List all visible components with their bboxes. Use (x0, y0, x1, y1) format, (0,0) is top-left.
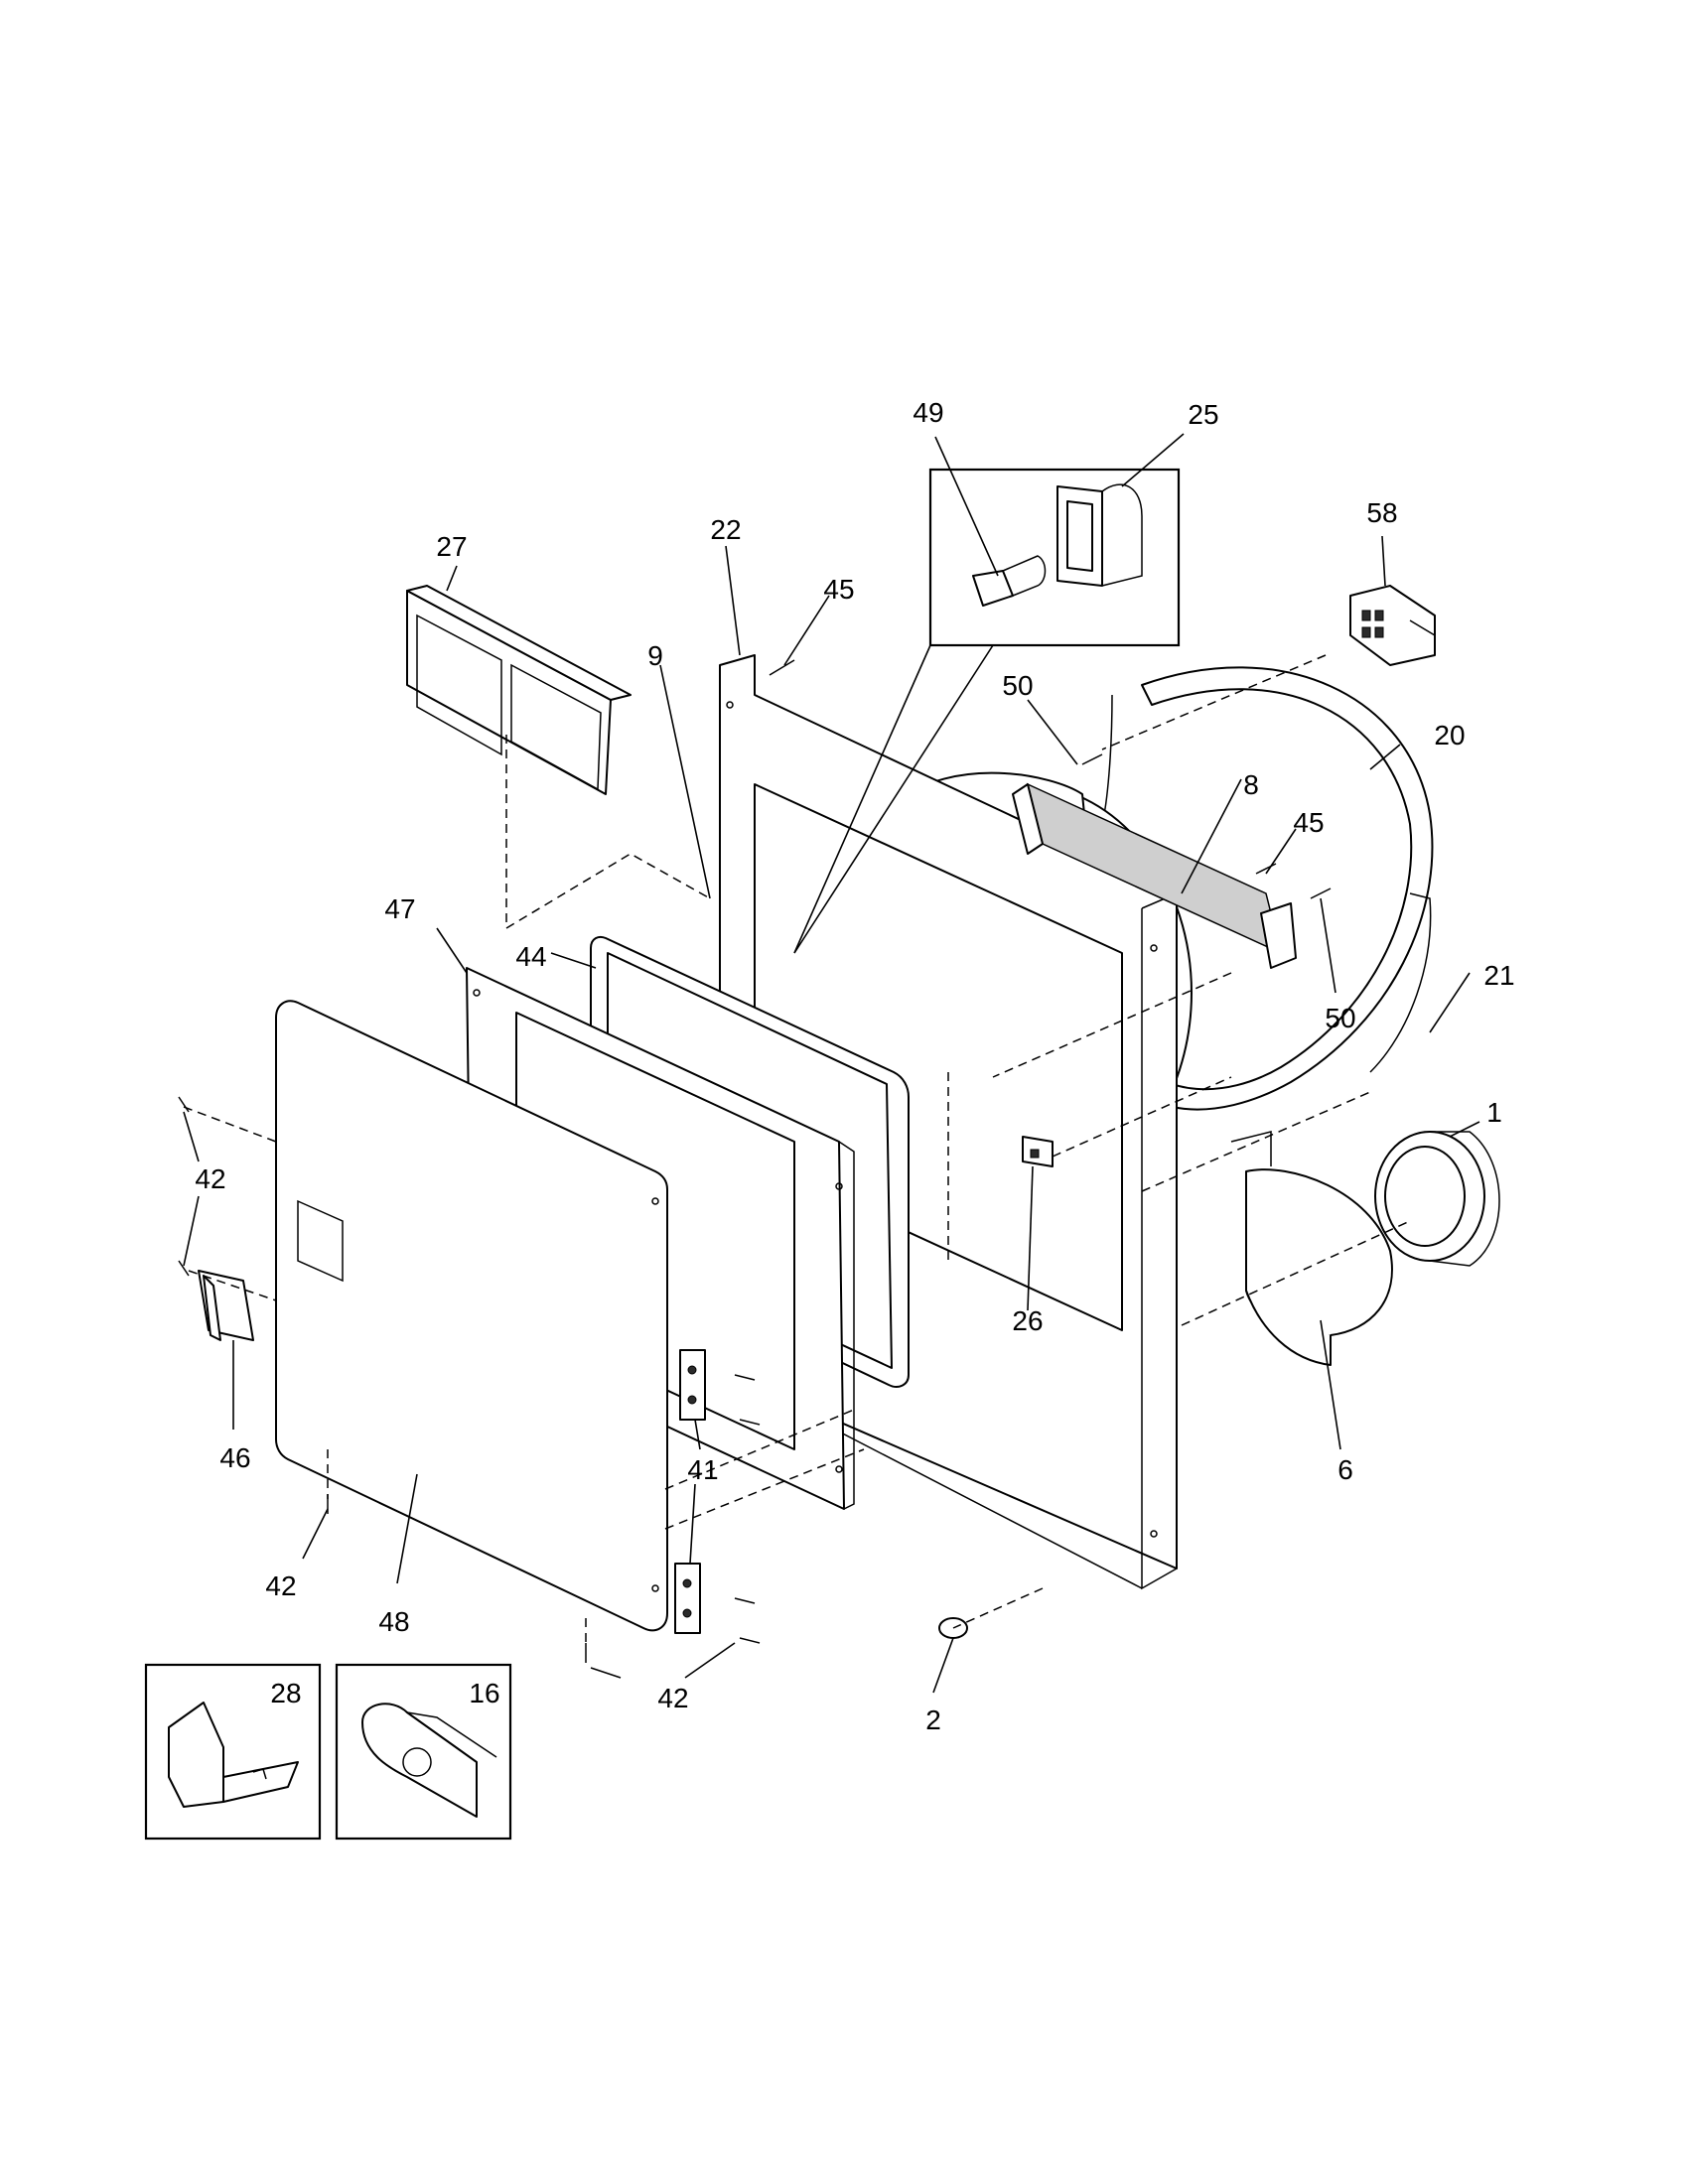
label-41: 41 (687, 1454, 718, 1485)
label-45-right: 45 (1293, 807, 1324, 838)
label-27: 27 (436, 531, 467, 562)
label-45-top: 45 (823, 574, 854, 605)
blower-duct-part-6 (1230, 1131, 1393, 1366)
door-handle-part-46 (198, 1270, 254, 1341)
label-44: 44 (515, 941, 546, 972)
label-16: 16 (469, 1678, 499, 1708)
drum-seal-part-21 (1369, 892, 1432, 1073)
door-outer-panel-part-48 (275, 1000, 668, 1632)
label-42-upper-left: 42 (195, 1163, 225, 1194)
label-46: 46 (219, 1442, 250, 1473)
label-47: 47 (384, 893, 415, 924)
label-50-right: 50 (1325, 1003, 1355, 1033)
screws (178, 659, 1332, 1663)
label-58: 58 (1366, 497, 1397, 528)
door-switch-part-26 (1022, 1136, 1054, 1167)
label-21: 21 (1483, 960, 1514, 991)
label-42-lower-left: 42 (265, 1570, 296, 1601)
terminal-block-part-58 (1349, 585, 1436, 666)
label-49: 49 (913, 397, 943, 428)
inset-box-16 (335, 1663, 512, 1841)
lint-filter-part-27 (406, 585, 632, 795)
label-6: 6 (1337, 1454, 1353, 1485)
inset-box-28 (144, 1663, 322, 1841)
label-1: 1 (1486, 1097, 1502, 1128)
leader-lines (183, 433, 1480, 1694)
label-8: 8 (1243, 769, 1259, 800)
inset-box-49-25 (793, 468, 1181, 954)
label-20: 20 (1434, 720, 1465, 751)
label-42-bottom: 42 (657, 1683, 688, 1713)
label-2: 2 (925, 1705, 941, 1735)
label-48: 48 (378, 1606, 409, 1637)
label-28: 28 (270, 1678, 301, 1708)
label-50-top: 50 (1002, 670, 1033, 701)
label-9: 9 (647, 640, 663, 671)
callout-labels: 49 25 58 22 45 27 9 50 20 8 45 47 44 21 … (195, 397, 1514, 1735)
alignment-lines (183, 654, 1411, 1648)
hinge-upper-part-41 (679, 1349, 706, 1421)
hinge-lower-part-41 (674, 1563, 701, 1634)
seal-ring-part-1 (1374, 1131, 1500, 1267)
label-22: 22 (710, 514, 741, 545)
lint-filter-grille-part-8 (1012, 782, 1297, 969)
label-25: 25 (1188, 399, 1218, 430)
label-26: 26 (1012, 1305, 1043, 1336)
